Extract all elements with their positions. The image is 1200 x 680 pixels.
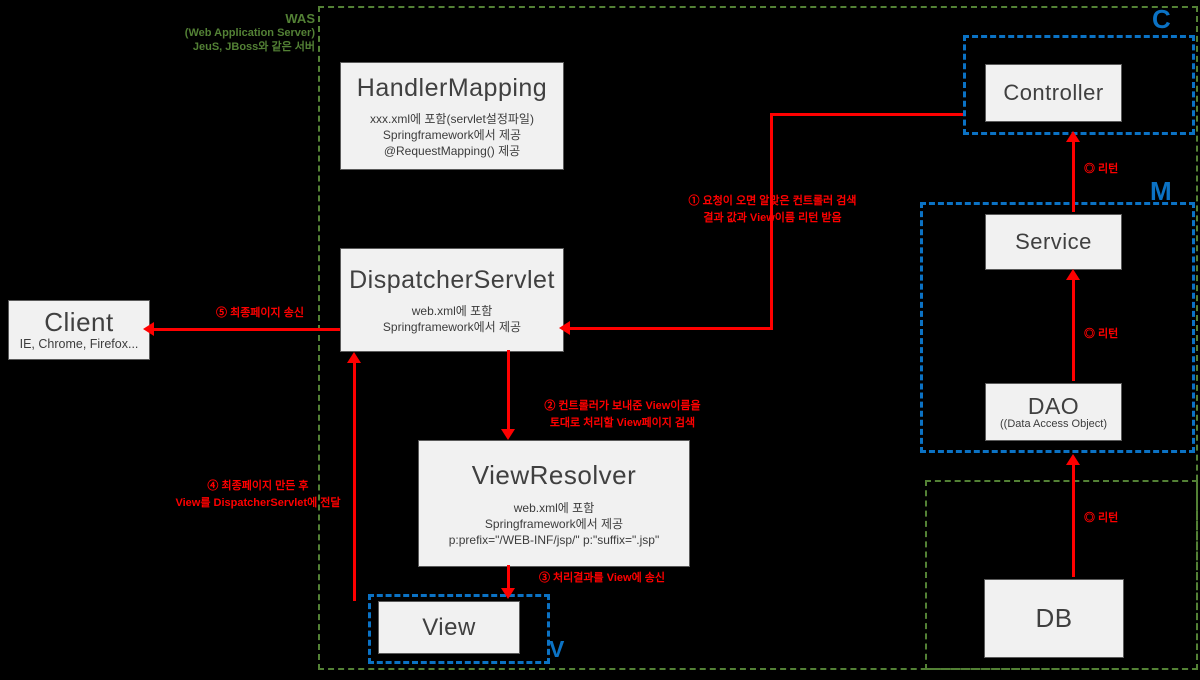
arrow-viewresolver-to-view (507, 565, 510, 591)
was-boundary (318, 6, 1198, 670)
dispatcher-servlet-title: DispatcherServlet (349, 265, 555, 294)
dao-subtitle: ((Data Access Object) (1000, 417, 1107, 430)
view-resolver-box: ViewResolver web.xml에 포함 Springframework… (418, 440, 690, 567)
view-resolver-line: web.xml에 포함 (513, 500, 595, 515)
dao-title: DAO (1027, 392, 1080, 419)
view-resolver-line: p:prefix="/WEB-INF/jsp/" p:"suffix=".jsp… (448, 532, 660, 547)
model-region-box (920, 202, 1195, 453)
arrow-controller-line-top (772, 113, 963, 116)
client-box: Client IE, Chrome, Firefox... (8, 300, 150, 360)
arrowhead-to-service (1066, 269, 1080, 280)
arrow-dispatcher-to-viewresolver (507, 350, 510, 430)
return-label-service: ◎ 리턴 (1084, 163, 1119, 175)
flow-label-final-page: ④ 최종페이지 만든 후 View를 DispatcherServlet에 전달 (158, 478, 358, 512)
view-title: View (422, 613, 476, 641)
flow-label-view-search-line1: ② 컨트롤러가 보내준 View이름을 (544, 400, 701, 412)
arrow-view-to-dispatcher (353, 362, 356, 601)
dispatcher-servlet-line: web.xml에 포함 (411, 303, 493, 318)
region-letter-m: M (1150, 176, 1172, 206)
arrowhead-to-controller (1066, 131, 1080, 142)
view-region-box (368, 594, 550, 664)
arrowhead-to-dao (1066, 454, 1080, 465)
controller-title: Controller (1003, 80, 1104, 105)
flow-label-view-search-line2: 토대로 처리할 View페이지 검색 (549, 417, 696, 429)
was-note-line3: JeuS, JBoss와 같은 서버 (192, 41, 315, 53)
flow-label-controller-call-line2: 결과 값과 View이름 리턴 받음 (703, 212, 842, 224)
was-note: WAS (Web Application Server) JeuS, JBoss… (145, 12, 315, 54)
service-title: Service (1015, 229, 1092, 254)
region-letter-c: C (1152, 4, 1171, 34)
db-title: DB (1035, 603, 1073, 633)
flow-label-controller-call-line1: ① 요청이 오면 알맞은 컨트롤러 검색 (688, 195, 857, 207)
was-note-line1: WAS (285, 11, 315, 26)
dispatcher-servlet-line: Springframework에서 제공 (382, 319, 522, 334)
arrow-service-to-controller (1072, 140, 1075, 212)
handler-mapping-line: Springframework에서 제공 (382, 127, 522, 142)
view-resolver-line: Springframework에서 제공 (484, 516, 624, 531)
arrow-db-to-dao (1072, 463, 1075, 577)
flow-label-view-search: ② 컨트롤러가 보내준 View이름을 토대로 처리할 View페이지 검색 (510, 398, 735, 432)
handler-mapping-line: xxx.xml에 포함(servlet설정파일) (370, 111, 534, 126)
client-title: Client (44, 306, 114, 337)
arrowhead-to-viewresolver (501, 429, 515, 440)
handler-mapping-box: HandlerMapping xxx.xml에 포함(servlet설정파일) … (340, 62, 564, 170)
flow-label-controller-call: ① 요청이 오면 알맞은 컨트롤러 검색 결과 값과 View이름 리턴 받음 (655, 193, 890, 227)
arrowhead-to-view (501, 588, 515, 599)
was-note-line2: (Web Application Server) (184, 27, 315, 39)
arrowhead-to-dispatcher-bottom (347, 352, 361, 363)
db-boundary (925, 480, 1198, 670)
handler-mapping-title: HandlerMapping (356, 73, 548, 102)
arrow-controller-line-bottom (568, 327, 773, 330)
return-label-dao: ◎ 리턴 (1084, 328, 1119, 340)
arrow-dao-to-service (1072, 278, 1075, 381)
db-box: DB (984, 579, 1124, 658)
dao-box: DAO ((Data Access Object) (985, 383, 1122, 441)
view-resolver-title: ViewResolver (471, 459, 637, 490)
arrow-controller-line-vert (770, 113, 773, 330)
controller-box: Controller (985, 64, 1122, 122)
arrow-dispatcher-to-client (152, 328, 340, 331)
region-letter-v: V (549, 636, 565, 662)
handler-mapping-line: @RequestMapping() 제공 (383, 143, 521, 158)
flow-label-final-page-line2: View를 DispatcherServlet에 전달 (175, 497, 341, 509)
return-label-db: ◎ 리턴 (1084, 512, 1119, 524)
view-box: View (378, 601, 520, 654)
arrowhead-to-dispatcher (559, 321, 570, 335)
flow-label-send-result-to-view: ③ 처리결과를 View에 송신 (539, 572, 665, 584)
dispatcher-servlet-box: DispatcherServlet web.xml에 포함 Springfram… (340, 248, 564, 352)
flow-label-send-final-page: ⑤ 최종페이지 송신 (216, 307, 304, 319)
service-box: Service (985, 214, 1122, 270)
flow-label-final-page-line1: ④ 최종페이지 만든 후 (207, 480, 309, 492)
client-subtitle: IE, Chrome, Firefox... (19, 336, 139, 351)
arrowhead-to-client (143, 322, 154, 336)
